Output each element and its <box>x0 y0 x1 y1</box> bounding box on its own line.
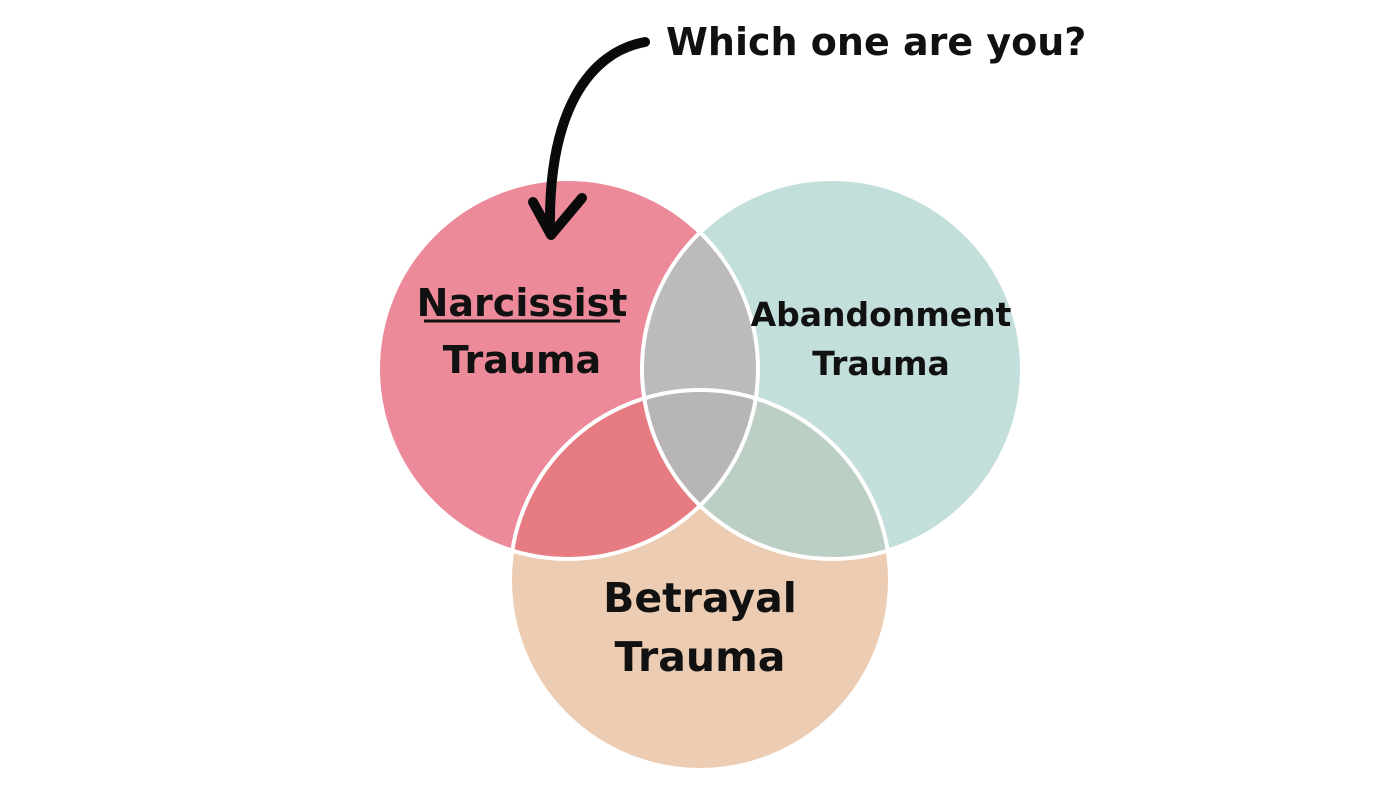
abandonment-trauma-label: Trauma <box>812 344 950 383</box>
abandonment-betrayal-overlap <box>642 390 890 559</box>
narcissist-label: Narcissist <box>417 281 628 325</box>
narcissist-trauma-label: Trauma <box>443 338 601 382</box>
question-text: Which one are you? <box>666 20 1086 64</box>
narcissist-betrayal-overlap <box>510 390 758 559</box>
circle-outlines <box>376 177 1024 772</box>
abandonment-label: Abandonment <box>751 295 1012 334</box>
betrayal-trauma-label: Trauma <box>615 633 786 681</box>
betrayal-label: Betrayal <box>603 574 797 622</box>
curved-arrow-icon <box>528 37 650 240</box>
